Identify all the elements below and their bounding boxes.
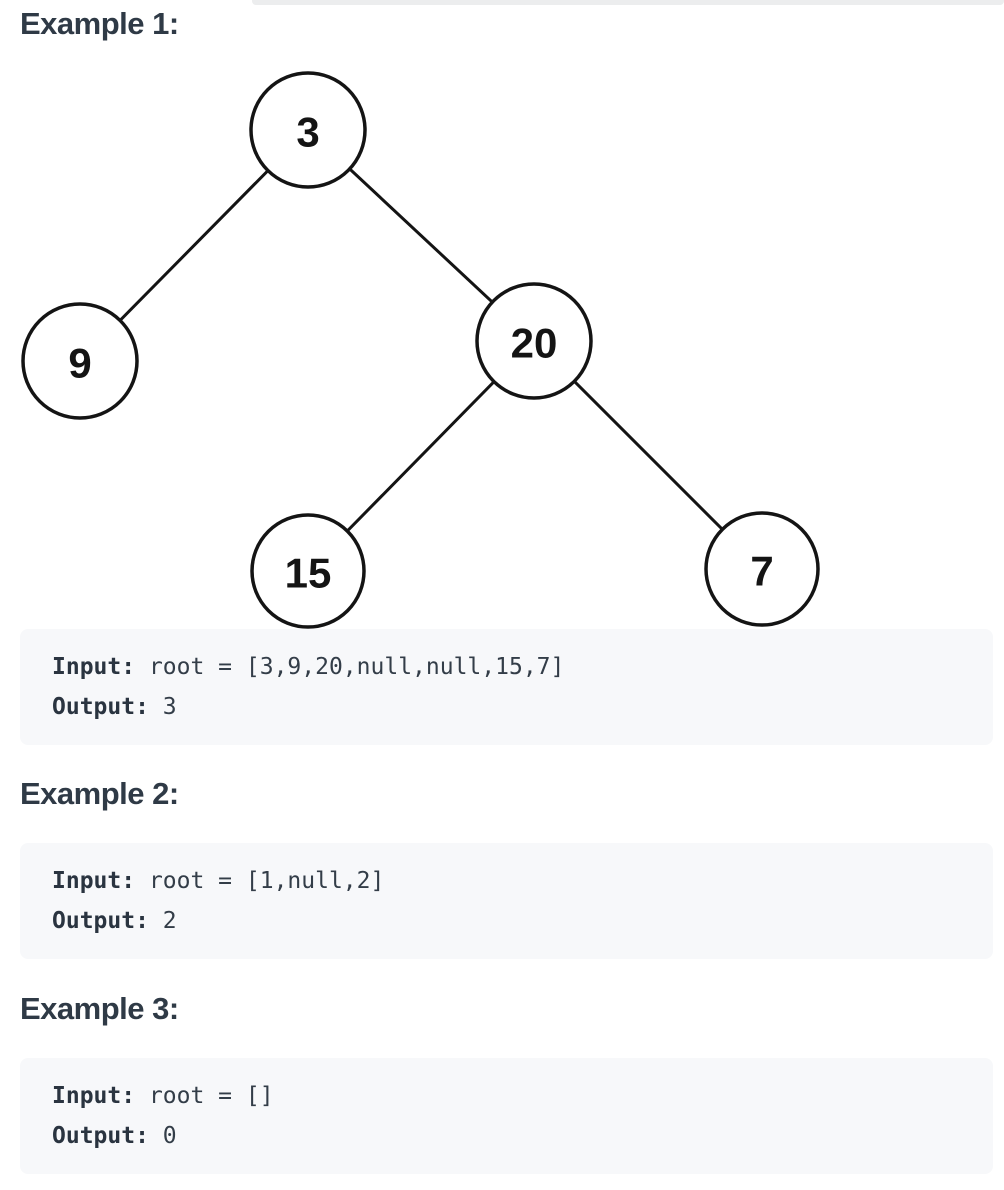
tree-node-circle [249, 71, 367, 189]
example-1-input-line: Input: root = [3,9,20,null,null,15,7] [52, 647, 977, 687]
tree-node-value: 15 [285, 550, 332, 597]
example-2-heading: Example 2: [20, 776, 179, 811]
tree-node-circle [250, 513, 366, 629]
output-value: 0 [148, 1123, 177, 1149]
top-partial-code-block [252, 0, 1004, 5]
example-1-heading: Example 1: [20, 6, 179, 41]
example-2-code-block: Input: root = [1,null,2] Output: 2 [20, 843, 993, 959]
tree-node-20: 20 [475, 282, 593, 400]
example-1-output-line: Output: 3 [52, 687, 977, 727]
tree-node-value: 3 [296, 109, 319, 156]
example-2-output-line: Output: 2 [52, 901, 977, 941]
output-label: Output: [52, 694, 149, 720]
tree-node-value: 7 [750, 548, 773, 595]
example-3-input-line: Input: root = [] [52, 1076, 977, 1116]
example-3-heading: Example 3: [20, 991, 179, 1026]
example-3-output-line: Output: 0 [52, 1116, 977, 1156]
tree-node-7: 7 [704, 511, 820, 627]
binary-tree-diagram: 3 9 20 15 7 [21, 71, 820, 629]
input-value: root = [3,9,20,null,null,15,7] [135, 654, 565, 680]
example-1-code-block: Input: root = [3,9,20,null,null,15,7] Ou… [20, 629, 993, 745]
example-3-code-block: Input: root = [] Output: 0 [20, 1058, 993, 1174]
input-label: Input: [52, 1083, 136, 1109]
tree-node-value: 20 [511, 320, 558, 367]
tree-node-3: 3 [249, 71, 367, 189]
tree-node-value: 9 [68, 340, 91, 387]
tree-node-circle [704, 511, 820, 627]
tree-node-15: 15 [250, 513, 366, 629]
input-value: root = [1,null,2] [135, 868, 385, 894]
input-label: Input: [52, 654, 136, 680]
input-value: root = [] [135, 1083, 274, 1109]
tree-node-9: 9 [21, 302, 139, 420]
output-value: 3 [148, 694, 177, 720]
tree-node-circle [21, 302, 139, 420]
output-value: 2 [148, 908, 177, 934]
example-2-input-line: Input: root = [1,null,2] [52, 861, 977, 901]
input-label: Input: [52, 868, 136, 894]
output-label: Output: [52, 1123, 149, 1149]
tree-node-circle [475, 282, 593, 400]
output-label: Output: [52, 908, 149, 934]
